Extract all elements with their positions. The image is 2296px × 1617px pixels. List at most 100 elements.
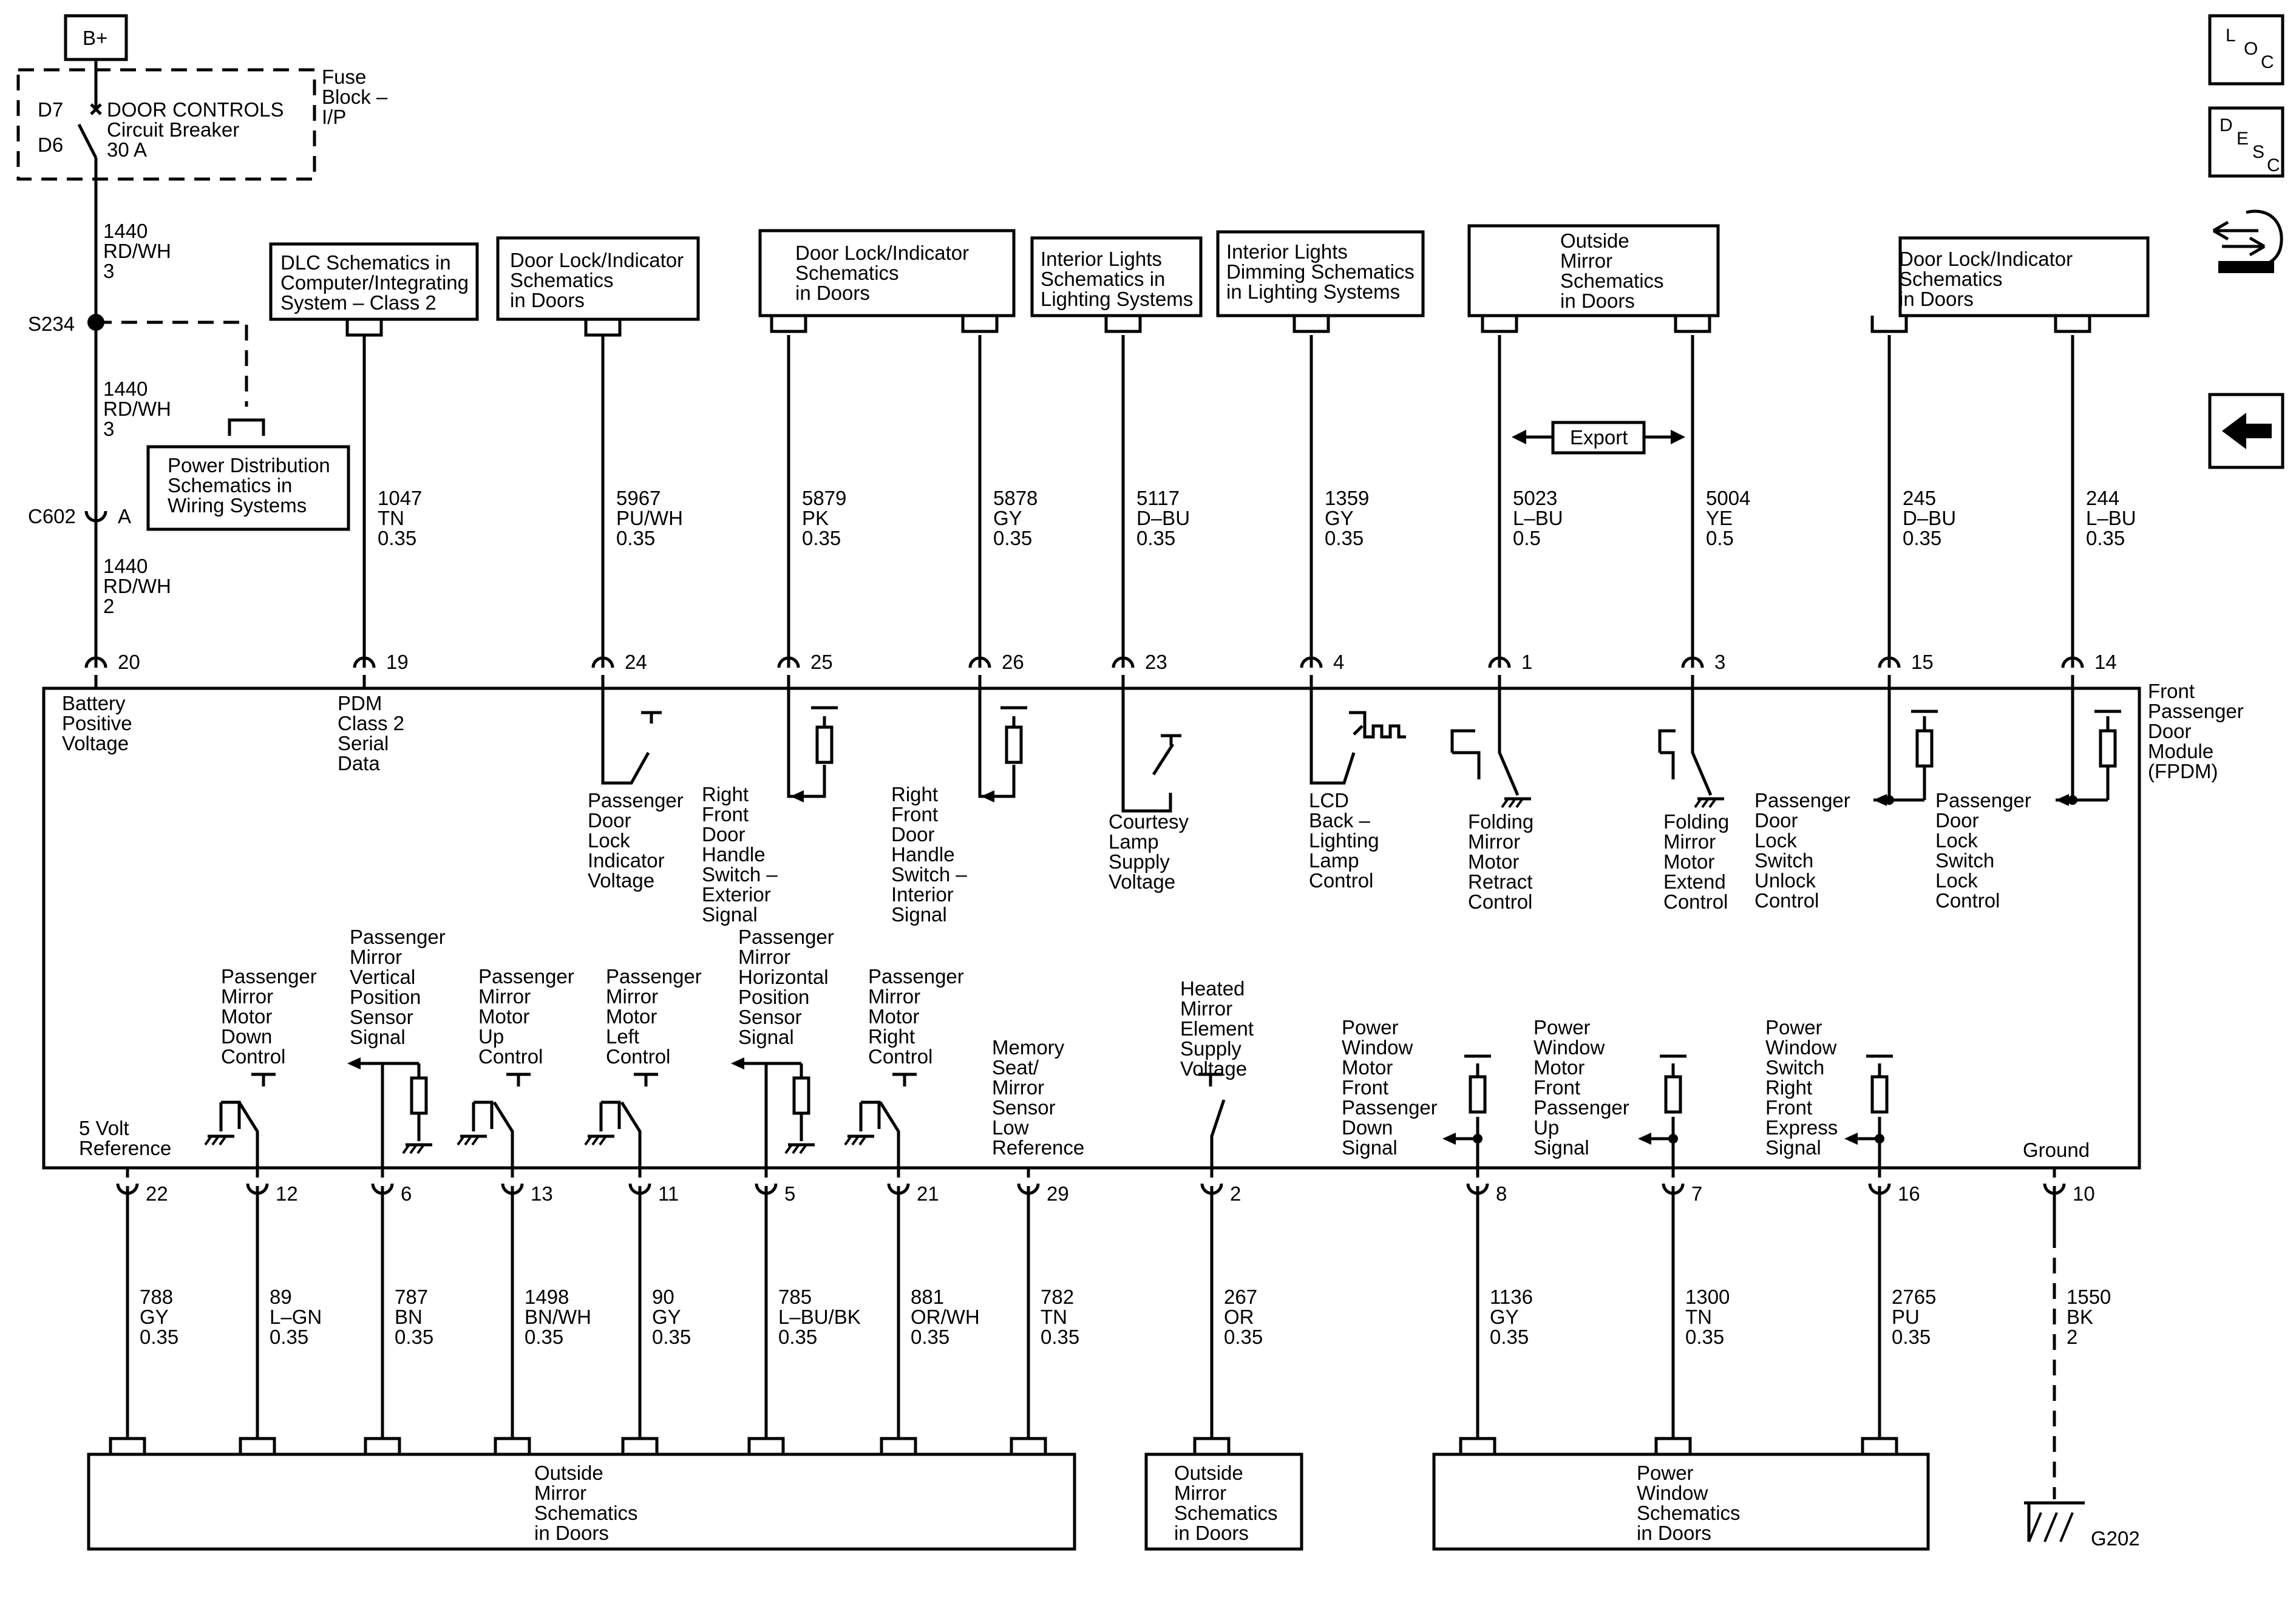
internal-function-label: Signal — [350, 1026, 406, 1048]
harness-box-label: Mirror — [1174, 1482, 1226, 1504]
signal-arrow — [347, 1057, 361, 1070]
internal-function-label: Motor — [1663, 850, 1714, 873]
wire-circuit-label: 0.35 — [1903, 527, 1941, 549]
splice-branch — [96, 320, 248, 407]
internal-function-label: Lock — [1935, 829, 1978, 852]
power-distribution-label: Schematics in — [168, 474, 292, 497]
wire-circuit-label: 0.35 — [1224, 1326, 1263, 1348]
wire-circuit-label: 244 — [2086, 487, 2119, 509]
internal-function-label: Switch — [1754, 849, 1813, 872]
internal-function-label: Control — [1663, 890, 1728, 913]
harness-box-label: Schematics — [534, 1502, 638, 1524]
connector-tool-icon[interactable] — [2218, 261, 2274, 273]
internal-function-label: Motor — [478, 1005, 529, 1028]
resistor-symbol — [792, 1076, 810, 1115]
harness-connector — [109, 1437, 146, 1454]
wire-label: 3 — [103, 260, 114, 282]
pin-label: 10 — [2073, 1182, 2095, 1205]
connector-tool-icon — [2212, 220, 2258, 241]
pin-label: 16 — [1898, 1182, 1920, 1205]
wire-circuit-label: 5023 — [1513, 487, 1557, 509]
internal-function-label: Up — [478, 1025, 504, 1048]
internal-function-label: Switch – — [702, 863, 778, 886]
export-arrowhead — [1671, 430, 1685, 444]
ground-symbol — [851, 1135, 860, 1146]
switch-symbol — [1309, 688, 1356, 785]
wire-circuit-label: 5878 — [993, 487, 1038, 509]
ground-symbol — [1708, 798, 1717, 808]
relay-symbol — [1498, 688, 1520, 796]
internal-function-label: Passenger — [1754, 789, 1850, 812]
harness-connector — [770, 316, 807, 333]
harness-box-3 — [1030, 236, 1203, 317]
connector-terminal — [1488, 656, 1511, 668]
harness-box-label: Schematics — [1174, 1502, 1278, 1524]
internal-function-label: Vertical — [350, 966, 415, 988]
ground-symbol — [2028, 1512, 2042, 1542]
relay-symbol — [620, 1101, 642, 1168]
wire-circuit-label: TN — [1041, 1306, 1067, 1328]
wire-circuit-label: 0.35 — [270, 1326, 308, 1348]
ground-symbol — [1515, 798, 1524, 808]
internal-function-label: Lighting — [1309, 829, 1379, 852]
wire-circuit-label: L–BU — [1513, 507, 1563, 529]
internal-function-label: Motor — [1342, 1056, 1393, 1079]
wire-circuit-label: 1047 — [378, 487, 422, 509]
harness-box-label: Schematics — [795, 262, 899, 284]
harness-connector — [1674, 316, 1711, 333]
back-arrow-button[interactable] — [2208, 393, 2284, 469]
relay-symbol — [474, 1100, 494, 1129]
internal-function-label: Mirror — [478, 985, 531, 1008]
pin-label: 7 — [1691, 1182, 1702, 1205]
internal-function-label: Supply — [1109, 850, 1170, 873]
internal-function-label: Mirror — [738, 946, 790, 968]
harness-box-label: Door Lock/Indicator — [795, 242, 969, 264]
wire-circuit-label: GY — [140, 1306, 169, 1328]
wire-circuit-label: 0.35 — [652, 1326, 691, 1348]
pin-label: 21 — [917, 1182, 939, 1205]
internal-function-label: LCD — [1309, 789, 1349, 812]
wire-circuit-label: D–BU — [1136, 507, 1190, 529]
wire-circuit-label: D–BU — [1903, 507, 1956, 529]
relay-symbol — [1658, 729, 1676, 779]
switch-symbol — [601, 688, 650, 785]
pin-label: 3 — [1714, 651, 1725, 673]
harness-box-bottom-0 — [87, 1453, 1076, 1551]
wrench-shape — [2218, 261, 2274, 273]
internal-function-label: Front — [1342, 1076, 1388, 1099]
harness-box-5 — [1467, 224, 1720, 317]
ground-symbol — [844, 1135, 852, 1146]
circuit-breaker-label: DOOR CONTROLS — [107, 98, 284, 121]
signal-arrow — [1442, 1133, 1456, 1145]
wire-circuit-label: 5879 — [802, 487, 846, 509]
internal-function-label: Retract — [1468, 870, 1532, 893]
internal-function-label: Power — [1533, 1016, 1591, 1039]
internal-function-label: Folding — [1468, 810, 1533, 833]
connector-tool-icon — [2246, 209, 2283, 269]
ground-symbol — [464, 1135, 472, 1146]
wire-circuit-label: GY — [1325, 507, 1354, 529]
ground-symbol — [1694, 798, 1702, 808]
harness-connector — [880, 1437, 917, 1454]
circuit-breaker-symbol — [77, 123, 98, 159]
wire-circuit-label: 0.35 — [993, 527, 1032, 549]
circuit-breaker-label: 30 A — [107, 138, 147, 161]
internal-function-label: Passenger — [350, 926, 446, 948]
wire-circuit-label: PU — [1892, 1306, 1920, 1328]
harness-box-label: in Doors — [510, 289, 585, 311]
resistor-symbol — [1870, 1075, 1889, 1114]
loc-button[interactable]: LOC — [2208, 14, 2284, 86]
connector-c602-label: C602 — [28, 505, 76, 527]
internal-function-label: Signal — [1342, 1136, 1398, 1159]
internal-function-label: Exterior — [702, 883, 771, 906]
internal-function-label: Passenger — [221, 965, 317, 988]
harness-box-label: DLC Schematics in — [280, 251, 451, 274]
internal-function-label: Door — [588, 809, 631, 832]
internal-function-label: Serial — [338, 732, 389, 754]
pin-label: 24 — [625, 651, 647, 673]
wire-circuit-label: TN — [378, 507, 404, 529]
splice-s234-label: S234 — [28, 313, 75, 335]
harness-box-label: Computer/Integrating — [280, 271, 469, 294]
